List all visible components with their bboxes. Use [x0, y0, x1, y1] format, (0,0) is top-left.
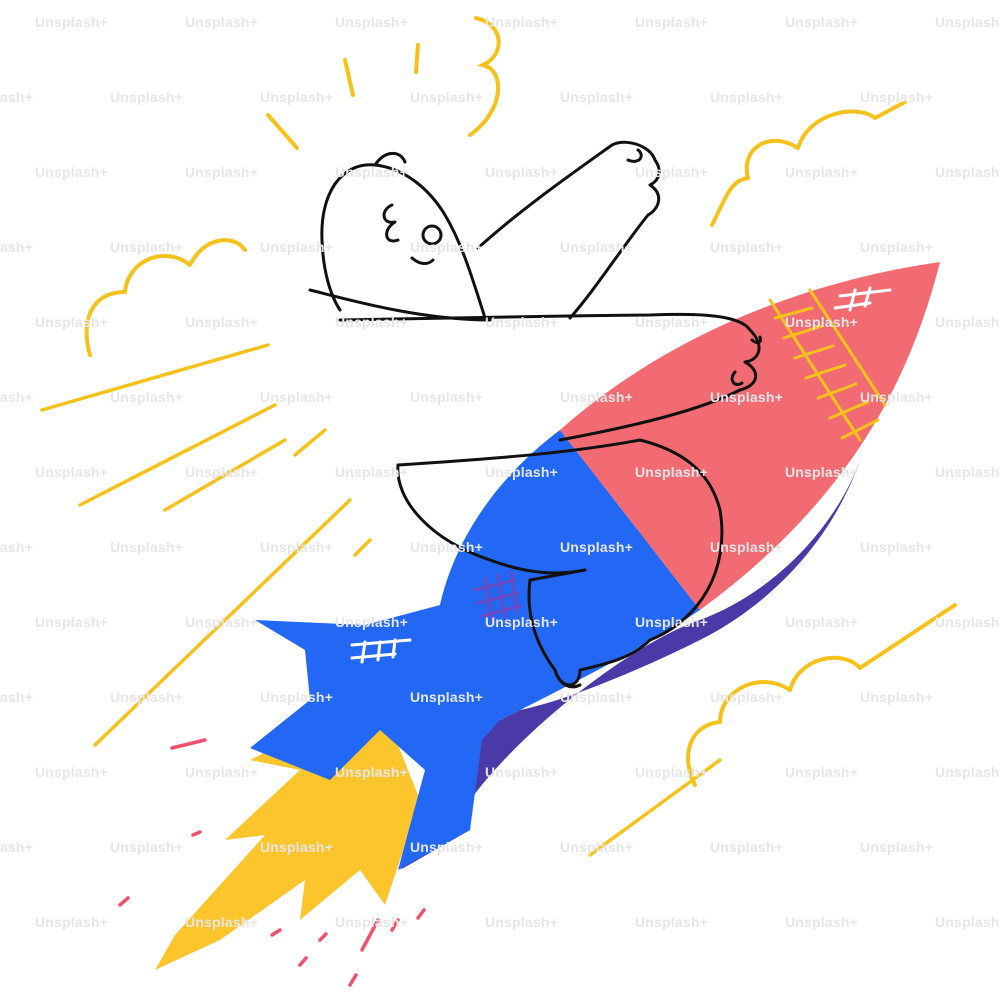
- cloud-left: [84, 238, 247, 357]
- clouds: [84, 100, 957, 787]
- rider-torso: [338, 312, 761, 442]
- sparks: [118, 738, 426, 987]
- rocket-body: [250, 430, 700, 870]
- cloud-top-right: [710, 100, 907, 227]
- burst-marks: [266, 16, 501, 150]
- rider-head: [320, 163, 487, 320]
- rider-raised-arm: [476, 140, 661, 320]
- rocket-flame: [155, 700, 420, 970]
- rocket-nose: [560, 262, 940, 610]
- rocket-highlights: [350, 286, 892, 664]
- rocket: [250, 262, 940, 870]
- cloud-bottom-right: [686, 603, 957, 787]
- rocket-patch: [473, 570, 522, 622]
- rider: [308, 140, 762, 689]
- speed-lines: [40, 343, 722, 857]
- rider-eye: [421, 224, 443, 246]
- nose-ladder: [768, 288, 887, 442]
